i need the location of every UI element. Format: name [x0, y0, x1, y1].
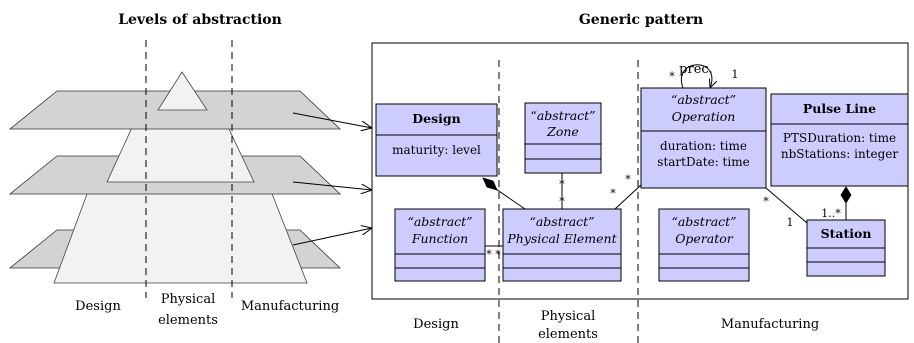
pyramid-diagram	[8, 40, 342, 298]
class-operator-name: Operator	[675, 231, 734, 246]
class-design: Design maturity: level	[375, 103, 498, 177]
class-operation: “abstract” Operation duration: time star…	[640, 87, 767, 189]
mult-function-physical-right: *	[495, 248, 501, 261]
mult-zone-physical-top: *	[559, 178, 565, 191]
pyramid-top	[157, 71, 208, 111]
right-title: Generic pattern	[579, 12, 703, 28]
class-operator: “abstract” Operator	[658, 208, 750, 282]
pattern-label-design: Design	[413, 317, 459, 332]
class-operation-stereotype: “abstract”	[671, 92, 736, 107]
class-pulse-line-attr-1: PTSDuration: time	[783, 131, 896, 145]
pyramid-bottom	[53, 185, 308, 284]
mult-operation-self-star: *	[669, 70, 675, 83]
mult-station-many: 1..*	[821, 207, 841, 220]
left-title: Levels of abstraction	[118, 12, 282, 28]
class-function: “abstract” Function	[394, 208, 486, 282]
pattern-label-manufacturing: Manufacturing	[721, 317, 819, 332]
pyramid-label-physical-1: Physical	[161, 292, 215, 307]
class-operation-name: Operation	[672, 109, 736, 124]
pattern-label-physical-2: elements	[538, 327, 598, 342]
class-operation-attr-2: startDate: time	[657, 155, 749, 169]
class-physical-element: “abstract” Physical Element	[502, 208, 622, 282]
class-pulse-line-attr-2: nbStations: integer	[781, 147, 899, 161]
class-design-name: Design	[412, 111, 460, 126]
plane-arrow-bottom	[292, 228, 372, 246]
plane-arrow-middle	[292, 181, 372, 190]
class-operator-stereotype: “abstract”	[671, 214, 736, 229]
pyramid-label-manufacturing: Manufacturing	[241, 299, 339, 314]
class-zone-stereotype: “abstract”	[530, 108, 595, 123]
mult-operation-station-one: 1	[787, 216, 794, 229]
mult-zone-physical-bottom: *	[559, 195, 565, 208]
class-pulse-line: Pulse Line PTSDuration: time nbStations:…	[770, 93, 909, 187]
class-physical-element-stereotype: “abstract”	[529, 214, 594, 229]
assoc-operation-self	[680, 64, 711, 88]
class-physical-element-name: Physical Element	[506, 231, 617, 246]
mult-operation-station-star: *	[763, 195, 769, 208]
composition-diamond-pulseline	[840, 186, 852, 204]
assoc-operation-station	[765, 187, 808, 224]
mult-operation-self-one: 1	[732, 68, 739, 81]
class-pulse-line-name: Pulse Line	[803, 101, 876, 116]
assoc-design-physical	[492, 186, 526, 210]
mult-function-physical-left: *	[486, 248, 492, 261]
class-design-attr-1: maturity: level	[392, 143, 481, 157]
class-zone-name: Zone	[546, 124, 579, 139]
class-function-name: Function	[411, 231, 468, 246]
mult-operation-physical-left: *	[610, 187, 616, 200]
pyramid-label-design: Design	[75, 299, 121, 314]
class-zone: “abstract” Zone	[524, 102, 602, 174]
class-function-stereotype: “abstract”	[407, 214, 472, 229]
class-station: Station	[806, 219, 886, 277]
composition-diamond-design	[482, 177, 498, 191]
mult-operation-physical-right: *	[625, 173, 631, 186]
plane-arrow-top	[292, 112, 372, 128]
class-station-name: Station	[821, 226, 872, 241]
pyramid-label-physical-2: elements	[158, 313, 218, 328]
assoc-operation-physical	[614, 184, 642, 210]
class-operation-attr-1: duration: time	[660, 139, 747, 153]
pattern-label-physical-1: Physical	[541, 309, 595, 324]
prec-label: prec.	[679, 62, 713, 77]
